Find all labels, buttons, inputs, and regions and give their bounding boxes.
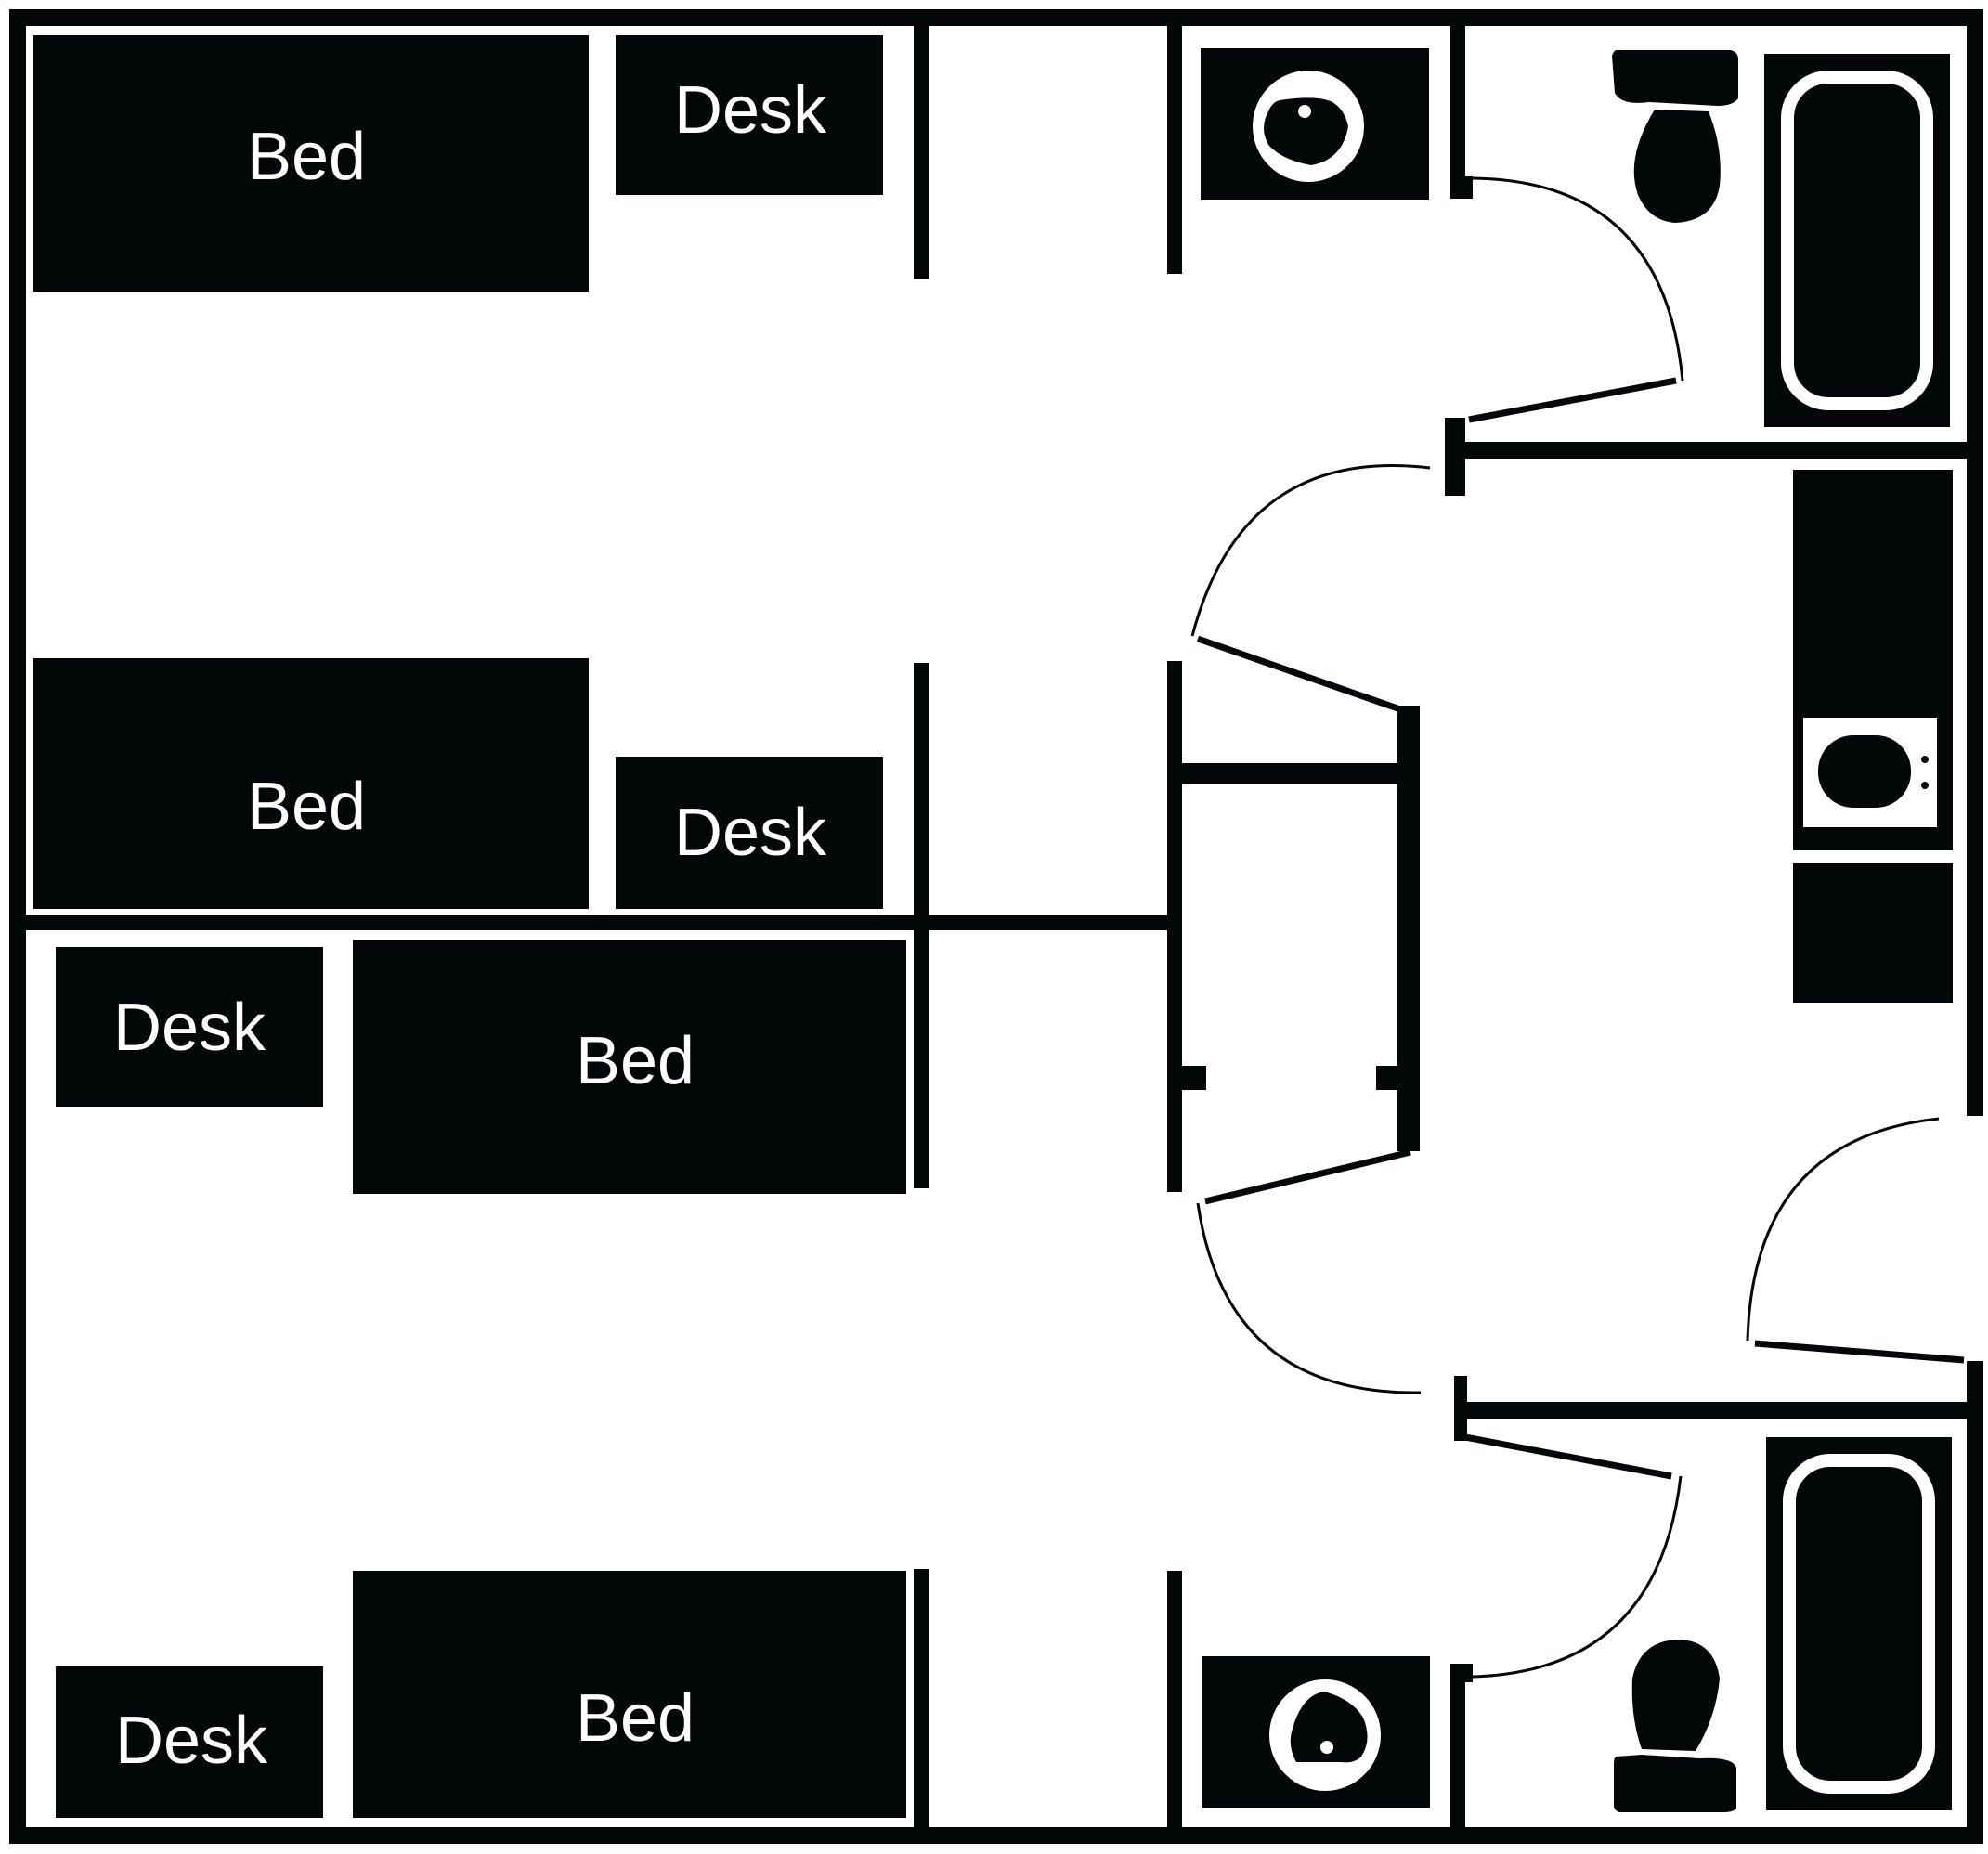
desk-label: Desk	[674, 796, 827, 870]
room-2: Bed Desk	[33, 658, 883, 909]
desk	[616, 757, 883, 909]
toilet-bowl-icon	[1633, 110, 1721, 223]
bath2-door[interactable]	[1464, 1433, 1672, 1480]
burner-icon	[1818, 735, 1911, 808]
outer-walls	[9, 9, 1983, 1844]
knob-icon	[1921, 782, 1929, 789]
bathroom-2	[1614, 1437, 1952, 1812]
toilet-tank-icon	[1614, 1755, 1736, 1812]
vanity-bottom	[1202, 1656, 1430, 1808]
toilet-tank-icon	[1612, 50, 1738, 106]
bed	[33, 35, 589, 292]
bathtub-icon	[1764, 54, 1950, 427]
doors	[1190, 176, 1965, 1679]
desk	[616, 35, 883, 195]
drain-icon	[1298, 105, 1311, 118]
desk-label: Desk	[674, 73, 827, 148]
room-1: Bed Desk	[33, 35, 883, 292]
drain-icon	[1320, 1741, 1333, 1754]
bath1-door-arc	[1471, 176, 1684, 382]
bathroom-1	[1612, 50, 1950, 427]
room3-door-arc	[1196, 1202, 1422, 1394]
bed	[353, 940, 906, 1194]
knob-icon	[1921, 756, 1929, 763]
kitchenette	[1793, 470, 1953, 1003]
room2-door-arc	[1190, 463, 1431, 637]
bed	[353, 1571, 906, 1818]
hall-door-arc	[1746, 1117, 1940, 1342]
bed-label: Bed	[576, 1681, 695, 1756]
bed-label: Bed	[247, 120, 366, 194]
interior-walls	[26, 26, 1967, 1827]
room3-door[interactable]	[1204, 1148, 1411, 1205]
desk	[56, 947, 323, 1107]
room-3: Desk Bed	[56, 940, 906, 1194]
bed-label: Bed	[576, 1024, 695, 1098]
room-4: Desk Bed	[56, 1571, 906, 1818]
desk	[56, 1666, 323, 1818]
bath2-door-arc	[1472, 1475, 1683, 1679]
vanity-top	[1201, 48, 1429, 200]
desk-label: Desk	[113, 991, 266, 1065]
bed	[33, 658, 589, 909]
bath1-door[interactable]	[1468, 377, 1677, 423]
kitchen-counter-lower	[1793, 863, 1953, 1003]
bed-label: Bed	[247, 770, 366, 844]
desk-label: Desk	[115, 1704, 268, 1778]
toilet-bowl-icon	[1631, 1640, 1720, 1751]
room2-door[interactable]	[1196, 635, 1402, 713]
hall-door[interactable]	[1754, 1340, 1965, 1364]
bathtub-icon	[1766, 1437, 1952, 1810]
